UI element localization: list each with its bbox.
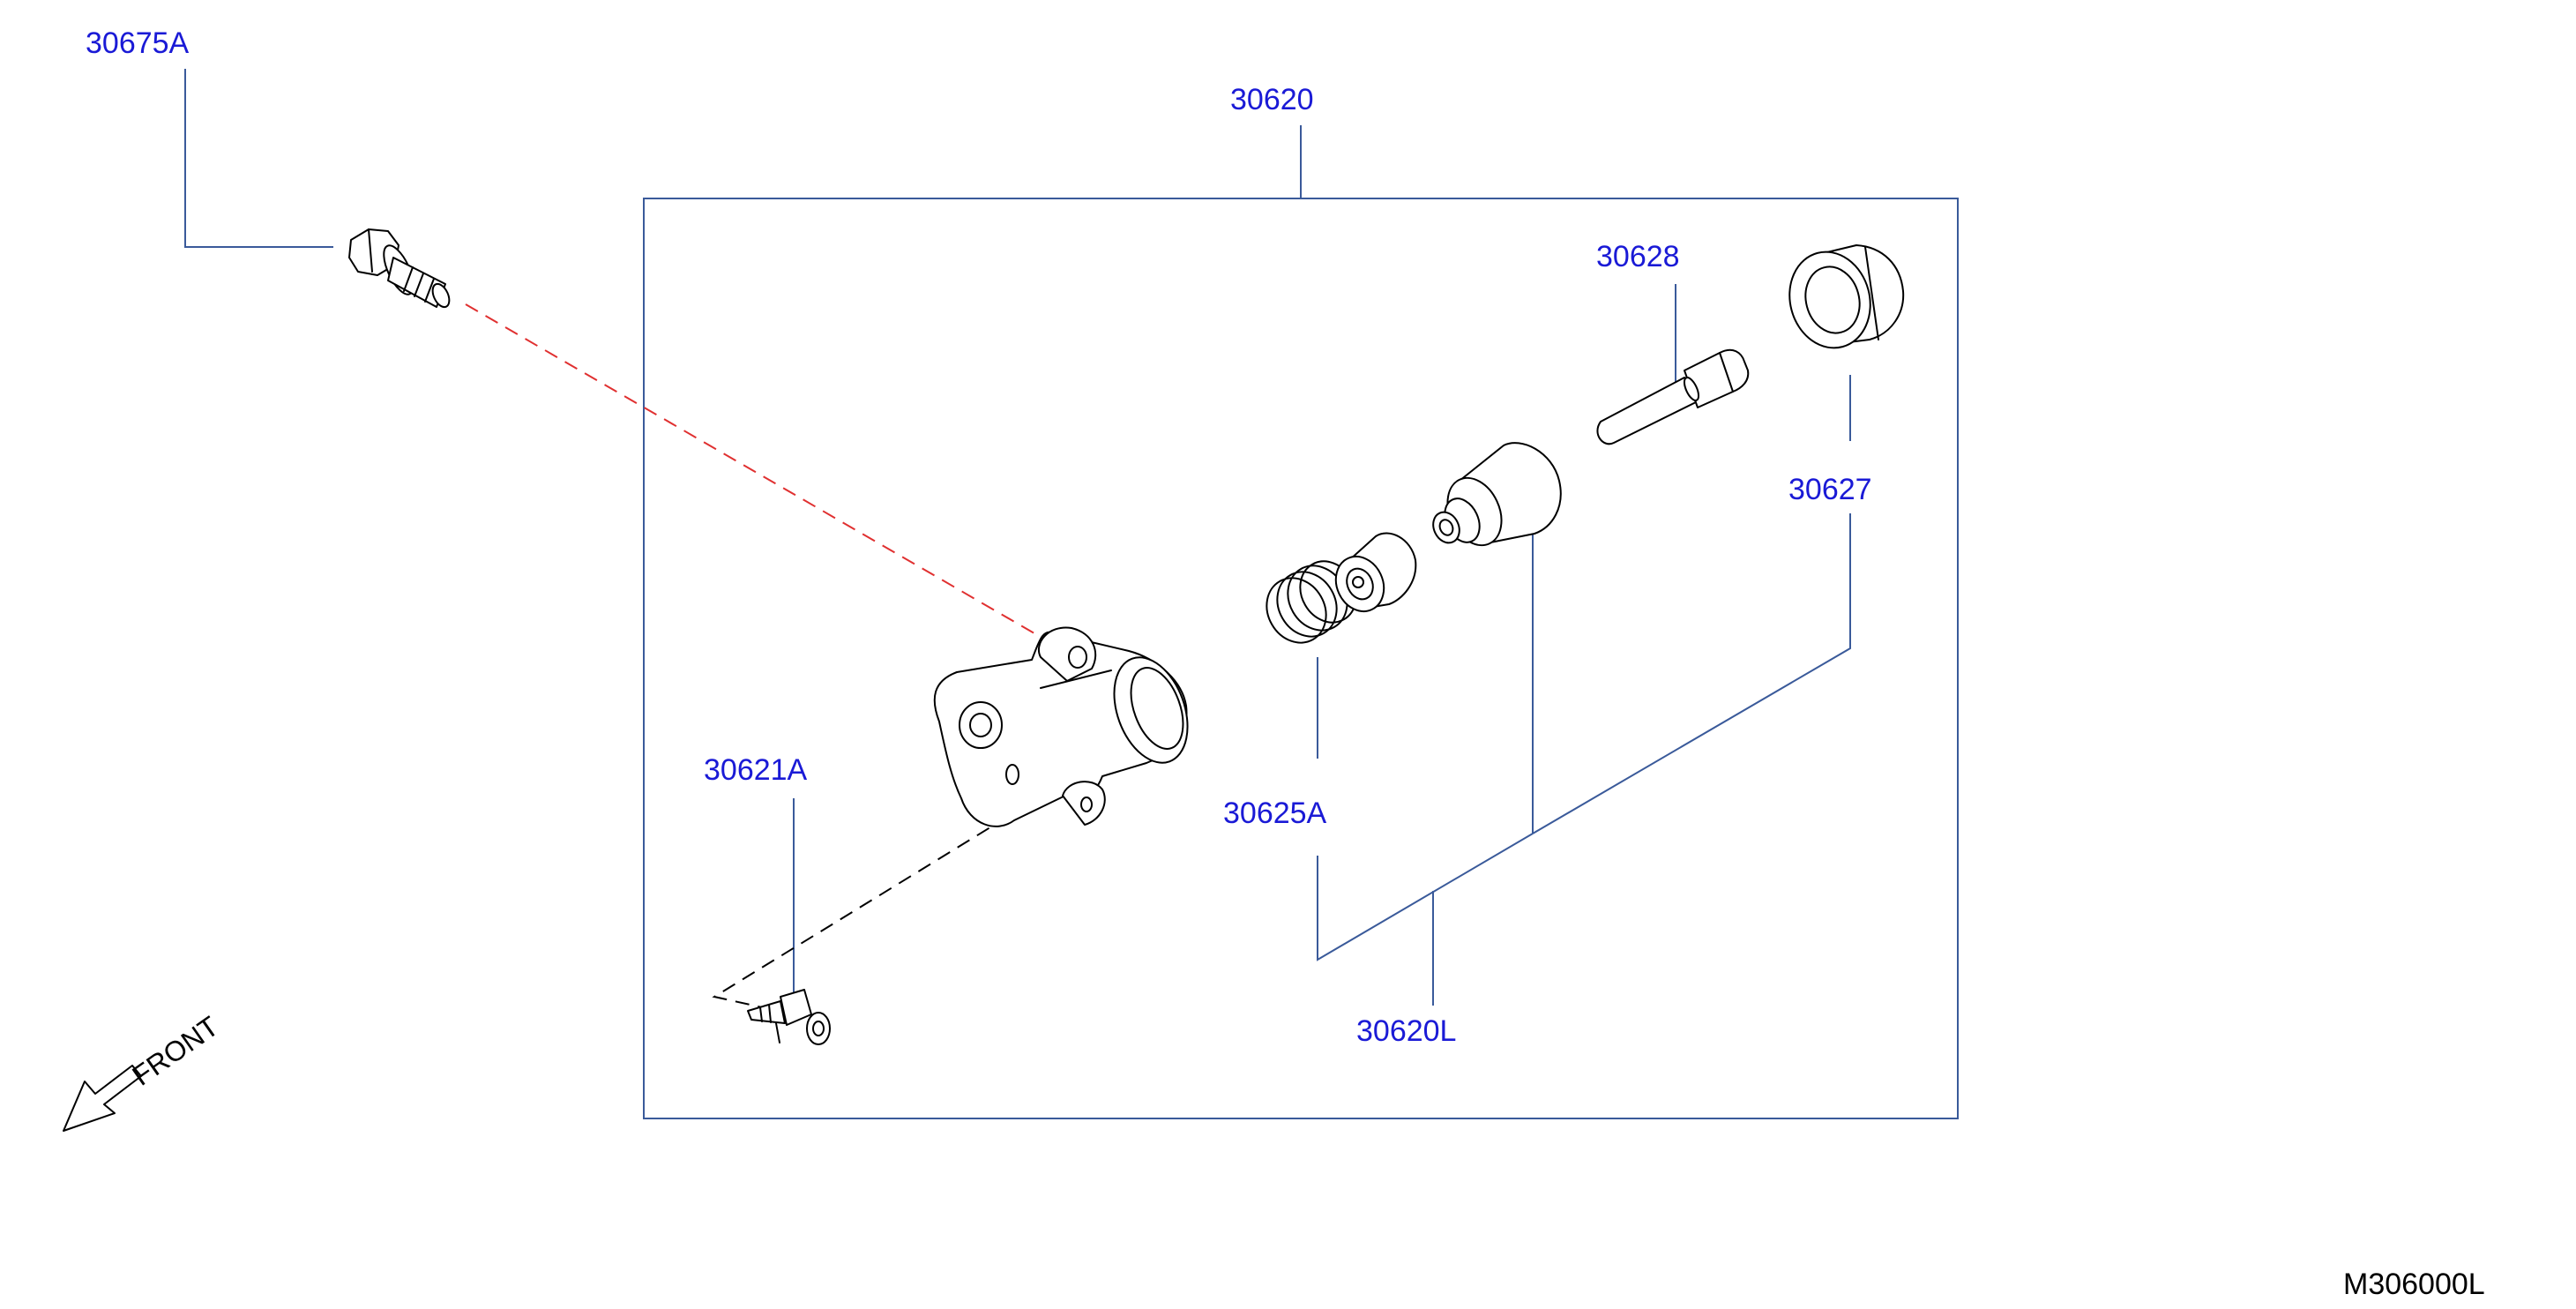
leader-boot-lower: [1532, 513, 1851, 834]
piston-cup-part: [1334, 532, 1417, 613]
operating-cylinder: [933, 626, 1189, 827]
boot-part: [1788, 244, 1905, 349]
front-arrow-icon: [63, 1065, 142, 1132]
piston-part: [1432, 442, 1562, 547]
callout-spring[interactable]: 30625A: [1223, 797, 1327, 830]
callout-repair-kit[interactable]: 30620L: [1356, 1014, 1456, 1048]
callout-boot[interactable]: 30627: [1788, 473, 1872, 506]
diagram-ref-code: M306000L: [2343, 1268, 2485, 1301]
assembly-frame: [643, 198, 1959, 1119]
leader-bolt: [184, 69, 333, 248]
callout-cylinder-assembly[interactable]: 30620: [1230, 83, 1314, 116]
callout-push-rod[interactable]: 30628: [1596, 240, 1680, 273]
bleeder-screw-part: [747, 989, 831, 1045]
bolt-assembly-dash: [465, 303, 1046, 640]
leader-kit-bracket: [1317, 833, 1534, 961]
callout-bolt[interactable]: 30675A: [86, 26, 190, 60]
push-rod-part: [1596, 348, 1750, 445]
front-indicator-label: FRONT: [126, 1010, 224, 1092]
callout-bleeder-screw[interactable]: 30621A: [704, 753, 808, 787]
bolt-part: [348, 228, 451, 309]
